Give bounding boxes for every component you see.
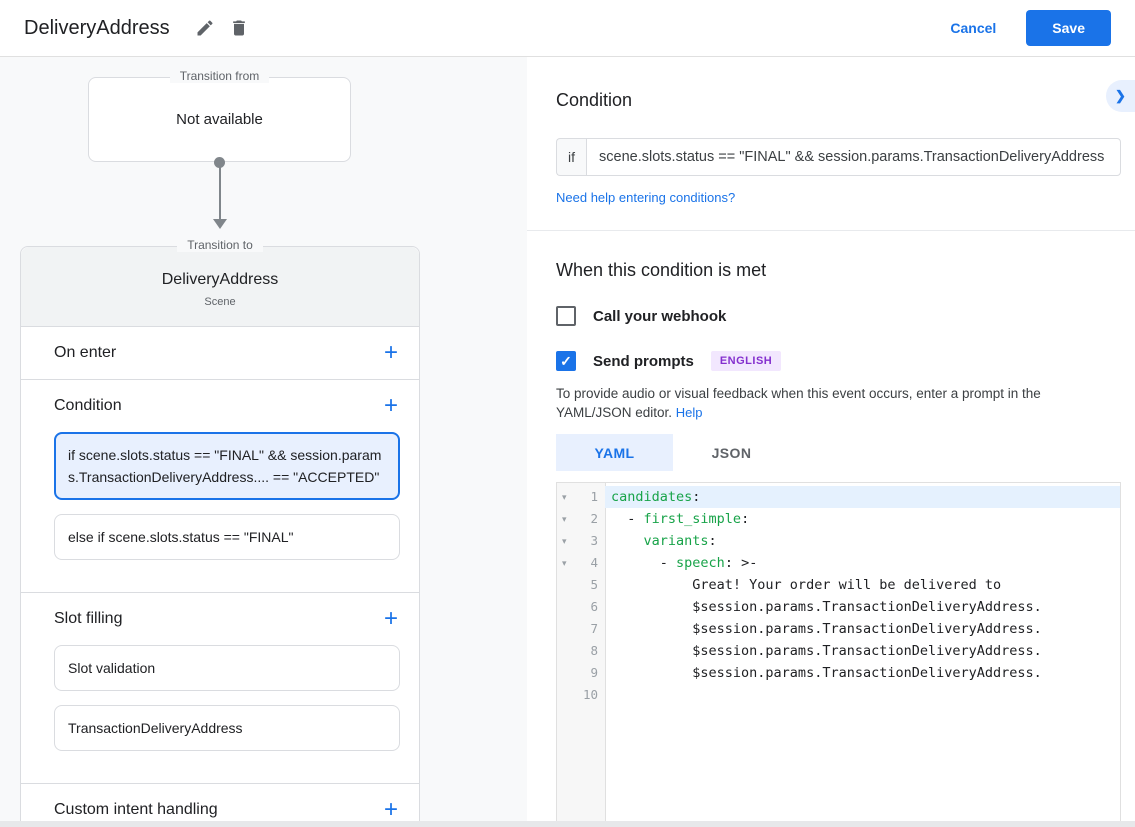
editor-tabs: YAML JSON [556, 434, 1135, 471]
line-number: ▾2 [557, 508, 605, 530]
code-text[interactable]: $session.params.TransactionDeliveryAddre… [611, 643, 1042, 659]
section-on-enter: On enter + [21, 326, 419, 379]
tab-yaml[interactable]: YAML [556, 434, 673, 471]
send-prompts-label: Send prompts [593, 352, 694, 370]
arrow-down-icon [213, 219, 227, 229]
custom-intent-label: Custom intent handling [54, 801, 218, 818]
line-number: 8 [590, 643, 598, 658]
line-number: ▾4 [557, 552, 605, 574]
add-condition-button[interactable]: + [383, 392, 398, 419]
condition-expression-row: if scene.slots.status == "FINAL" && sess… [556, 138, 1121, 176]
flow-pane: Transition from Not available Transition… [0, 57, 527, 827]
code-line: 9 $session.params.TransactionDeliveryAdd… [557, 662, 1120, 684]
fold-arrow-icon[interactable]: ▾ [562, 558, 567, 568]
code-line: ▾4 - speech: >- [557, 552, 1120, 574]
scene-card-header: DeliveryAddress Scene [21, 247, 419, 326]
help-link[interactable]: Help [675, 405, 703, 420]
add-slot-button[interactable]: + [383, 605, 398, 632]
section-condition: Condition + if scene.slots.status == "FI… [21, 379, 419, 592]
fold-arrow-icon[interactable]: ▾ [562, 536, 567, 546]
code-text[interactable]: $session.params.TransactionDeliveryAddre… [611, 621, 1042, 637]
code-text[interactable] [605, 684, 1120, 706]
transition-to-card: Transition to DeliveryAddress Scene On e… [20, 238, 420, 827]
tab-json[interactable]: JSON [711, 444, 752, 461]
code-line: 5 Great! Your order will be delivered to [557, 574, 1120, 596]
condition-label: Condition [54, 397, 122, 414]
condition-detail-title: Condition [556, 90, 633, 110]
connector-line [219, 162, 221, 220]
if-prefix: if [556, 138, 586, 176]
condition-expression-input[interactable]: scene.slots.status == "FINAL" && session… [586, 138, 1121, 176]
line-number: 5 [590, 577, 598, 592]
code-line: 8 $session.params.TransactionDeliveryAdd… [557, 640, 1120, 662]
slot-filling-label: Slot filling [54, 610, 123, 627]
slot-card[interactable]: TransactionDeliveryAddress [54, 705, 400, 751]
conditions-help-link[interactable]: Need help entering conditions? [556, 190, 736, 205]
code-line: 7 $session.params.TransactionDeliveryAdd… [557, 618, 1120, 640]
line-number: 7 [590, 621, 598, 636]
add-on-enter-button[interactable]: + [383, 339, 398, 366]
line-number: 9 [590, 665, 598, 680]
page-title: DeliveryAddress [24, 16, 170, 39]
scene-name: DeliveryAddress [161, 271, 279, 288]
call-webhook-label: Call your webhook [593, 307, 727, 325]
scene-type-label: Scene [204, 296, 236, 308]
edit-button[interactable] [188, 11, 222, 45]
transition-from-legend: Transition from [89, 69, 350, 83]
line-number: ▾3 [557, 530, 605, 552]
header: DeliveryAddress Cancel Save [0, 0, 1135, 57]
code-text[interactable]: $session.params.TransactionDeliveryAddre… [611, 599, 1042, 615]
send-prompts-row: ✓ Send prompts ENGLISH [556, 351, 1135, 371]
transition-from-value: Not available [176, 111, 263, 128]
line-number: 10 [582, 687, 598, 702]
call-webhook-checkbox[interactable] [556, 306, 576, 326]
code-text[interactable]: candidates: [605, 486, 1120, 508]
when-condition-title: When this condition is met [556, 260, 767, 280]
collapse-panel-button[interactable]: ❯ [1106, 80, 1135, 112]
horizontal-scrollbar[interactable] [0, 821, 1135, 827]
detail-pane: ❯ Condition if scene.slots.status == "FI… [527, 57, 1135, 827]
on-enter-label: On enter [54, 344, 117, 361]
line-number: ▾1 [557, 486, 605, 508]
line-number: 6 [590, 599, 598, 614]
language-badge: ENGLISH [710, 351, 782, 371]
transition-from-box: Transition from Not available [88, 69, 351, 162]
code-line: ▾3 variants: [557, 530, 1120, 552]
fold-arrow-icon[interactable]: ▾ [562, 514, 567, 524]
condition-card[interactable]: if scene.slots.status == "FINAL" && sess… [54, 432, 400, 500]
divider [527, 230, 1135, 231]
pencil-icon [197, 20, 213, 36]
code-text[interactable]: - speech: >- [611, 555, 758, 571]
save-button[interactable]: Save [1026, 10, 1111, 46]
code-text[interactable]: Great! Your order will be delivered to [611, 577, 1002, 593]
chevron-right-icon: ❯ [1115, 88, 1126, 103]
slot-card[interactable]: Slot validation [54, 645, 400, 691]
section-custom-intent: Custom intent handling + [21, 783, 419, 827]
fold-arrow-icon[interactable]: ▾ [562, 492, 567, 502]
send-prompts-checkbox[interactable]: ✓ [556, 351, 576, 371]
code-line: 6 $session.params.TransactionDeliveryAdd… [557, 596, 1120, 618]
code-line: 10 [557, 684, 1120, 706]
trash-icon [232, 20, 245, 36]
prompt-helper-text: To provide audio or visual feedback when… [556, 386, 1041, 420]
code-text[interactable]: variants: [643, 533, 717, 549]
transition-to-legend: Transition to [21, 238, 419, 252]
code-line: ▾2 - first_simple: [557, 508, 1120, 530]
condition-card[interactable]: else if scene.slots.status == "FINAL" [54, 514, 400, 560]
add-custom-intent-button[interactable]: + [383, 796, 398, 823]
delete-button[interactable] [222, 11, 256, 45]
check-icon: ✓ [560, 352, 572, 369]
webhook-row: Call your webhook [556, 306, 1135, 326]
code-text[interactable]: $session.params.TransactionDeliveryAddre… [611, 665, 1042, 681]
condition-card-list: if scene.slots.status == "FINAL" && sess… [21, 432, 419, 592]
cancel-button[interactable]: Cancel [950, 20, 997, 36]
code-text[interactable]: - first_simple: [611, 511, 750, 527]
